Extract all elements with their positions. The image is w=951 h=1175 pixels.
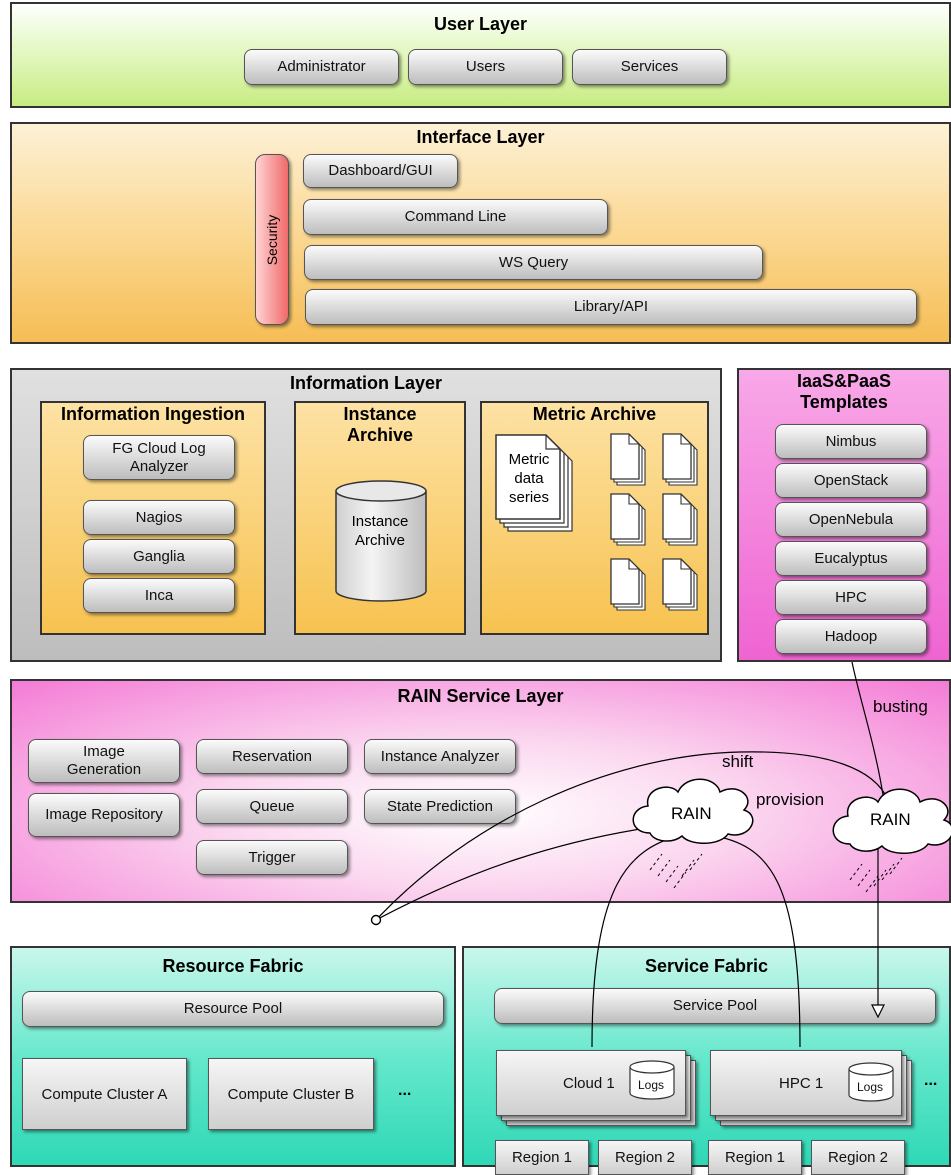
provision-label: provision bbox=[756, 790, 825, 809]
service-fabric-title: Service Fabric bbox=[644, 956, 769, 976]
region-1-hpc[interactable]: Region 1 bbox=[708, 1140, 802, 1175]
ganglia-item[interactable]: Ganglia bbox=[83, 539, 235, 574]
image-generation-item[interactable]: Image Generation bbox=[28, 739, 180, 783]
hpc-1-label: HPC 1 bbox=[779, 1075, 824, 1092]
instance-archive-db-label-2: Archive bbox=[354, 532, 406, 549]
metric-doc-label-2: data bbox=[514, 470, 544, 487]
nagios-item[interactable]: Nagios bbox=[83, 500, 235, 535]
instance-analyzer-item[interactable]: Instance Analyzer bbox=[364, 739, 516, 774]
security-label: Security bbox=[264, 214, 280, 265]
queue-item[interactable]: Queue bbox=[196, 789, 348, 824]
rain-cloud-1-label: RAIN bbox=[671, 804, 712, 823]
hpc1-logs-db-icon bbox=[848, 1062, 894, 1102]
security-bar: Security bbox=[255, 154, 289, 325]
rain-layer-title: RAIN Service Layer bbox=[397, 686, 564, 706]
administrator-item[interactable]: Administrator bbox=[244, 49, 399, 85]
reservation-item[interactable]: Reservation bbox=[196, 739, 348, 774]
iaas-paas-templates-panel: IaaS&PaaS Templates Nimbus OpenStack Ope… bbox=[737, 368, 951, 662]
instance-archive-title-1: Instance bbox=[343, 404, 417, 424]
compute-cluster-b-box[interactable]: Compute Cluster B bbox=[208, 1058, 374, 1130]
trigger-item[interactable]: Trigger bbox=[196, 840, 348, 875]
service-ellipsis: ... bbox=[924, 1072, 938, 1089]
hpc1-logs-label: Logs bbox=[857, 1080, 884, 1094]
region-2-cloud[interactable]: Region 2 bbox=[598, 1140, 692, 1175]
opennebula-item[interactable]: OpenNebula bbox=[775, 502, 927, 537]
service-fabric-panel: Service Fabric Service Pool Cloud 1 Logs… bbox=[462, 946, 951, 1175]
hpc-1-box[interactable]: HPC 1 Logs bbox=[710, 1050, 902, 1116]
region-2-hpc[interactable]: Region 2 bbox=[811, 1140, 905, 1175]
library-api-item[interactable]: Library/API bbox=[305, 289, 917, 325]
instance-archive-database-icon bbox=[335, 480, 427, 602]
user-layer: User Layer Administrator Users Services bbox=[10, 2, 951, 108]
templates-title-2: Templates bbox=[800, 392, 888, 412]
users-item[interactable]: Users bbox=[408, 49, 563, 85]
instance-archive-title-2: Archive bbox=[346, 425, 414, 445]
interface-layer-title: Interface Layer bbox=[416, 127, 545, 147]
compute-cluster-a-box[interactable]: Compute Cluster A bbox=[22, 1058, 187, 1130]
fg-cloud-log-analyzer-item[interactable]: FG Cloud Log Analyzer bbox=[83, 435, 235, 480]
metric-archive-panel: Metric Archive Metric data series bbox=[480, 401, 709, 635]
metric-file-icons bbox=[610, 433, 698, 611]
cloud1-logs-label: Logs bbox=[638, 1078, 665, 1092]
nimbus-item[interactable]: Nimbus bbox=[775, 424, 927, 459]
cloud1-logs-db-icon bbox=[629, 1060, 675, 1100]
information-layer: Information Layer Information Ingestion … bbox=[10, 368, 722, 662]
information-ingestion-title: Information Ingestion bbox=[61, 404, 245, 424]
cloud-1-box[interactable]: Cloud 1 Logs bbox=[496, 1050, 686, 1116]
shift-label: shift bbox=[722, 752, 754, 771]
metric-doc-label-1: Metric bbox=[508, 451, 550, 468]
ws-query-item[interactable]: WS Query bbox=[304, 245, 763, 280]
user-layer-title: User Layer bbox=[433, 14, 528, 34]
state-prediction-item[interactable]: State Prediction bbox=[364, 789, 516, 824]
command-line-item[interactable]: Command Line bbox=[303, 199, 608, 235]
busting-label: busting bbox=[873, 697, 928, 716]
image-repository-item[interactable]: Image Repository bbox=[28, 793, 180, 837]
metric-data-series-doc-icon bbox=[495, 434, 573, 532]
interface-layer: Interface Layer Security Dashboard/GUI C… bbox=[10, 122, 951, 344]
information-ingestion-panel: Information Ingestion FG Cloud Log Analy… bbox=[40, 401, 266, 635]
hpc-item[interactable]: HPC bbox=[775, 580, 927, 615]
metric-archive-title: Metric Archive bbox=[532, 404, 657, 424]
service-pool-bar[interactable]: Service Pool bbox=[494, 988, 936, 1024]
resource-ellipsis: ... bbox=[398, 1082, 412, 1099]
cloud-1-label: Cloud 1 bbox=[563, 1075, 615, 1092]
openstack-item[interactable]: OpenStack bbox=[775, 463, 927, 498]
inca-item[interactable]: Inca bbox=[83, 578, 235, 613]
resource-pool-bar[interactable]: Resource Pool bbox=[22, 991, 444, 1027]
instance-archive-panel: Instance Archive Instance Archive bbox=[294, 401, 466, 635]
instance-archive-db-label-1: Instance bbox=[351, 513, 409, 530]
services-item[interactable]: Services bbox=[572, 49, 727, 85]
templates-title-1: IaaS&PaaS bbox=[796, 371, 892, 391]
dashboard-gui-item[interactable]: Dashboard/GUI bbox=[303, 154, 458, 188]
eucalyptus-item[interactable]: Eucalyptus bbox=[775, 541, 927, 576]
rain-cloud-2-label: RAIN bbox=[870, 810, 911, 829]
resource-fabric-title: Resource Fabric bbox=[162, 956, 304, 976]
metric-doc-label-3: series bbox=[508, 489, 549, 506]
resource-fabric-panel: Resource Fabric Resource Pool Compute Cl… bbox=[10, 946, 456, 1167]
region-1-cloud[interactable]: Region 1 bbox=[495, 1140, 589, 1175]
hadoop-item[interactable]: Hadoop bbox=[775, 619, 927, 654]
information-layer-title: Information Layer bbox=[289, 373, 443, 393]
